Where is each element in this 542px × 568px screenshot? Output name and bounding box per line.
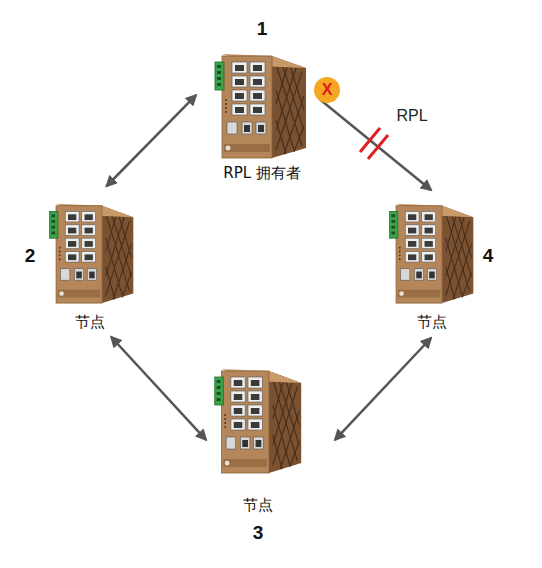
block-circle: [314, 77, 340, 103]
switch-device: [210, 50, 310, 160]
link-label: RPL: [396, 107, 427, 125]
node-caption: 节点: [417, 315, 447, 330]
break-slash: [368, 135, 388, 159]
switch-device: [210, 365, 305, 475]
node-caption: 节点: [243, 498, 273, 513]
rpl-block-mark: [314, 77, 388, 159]
callout-number: 3: [253, 523, 264, 542]
switch-node: 2节点: [45, 200, 137, 305]
break-slash: [360, 128, 380, 152]
ring-link: [107, 95, 196, 186]
node-caption: RPL 拥有者: [223, 166, 301, 181]
ring-link: [335, 338, 431, 440]
node-caption: 节点: [75, 315, 105, 330]
switch-device: [45, 200, 137, 305]
edge-group: [107, 95, 431, 440]
ring-link: [320, 100, 431, 191]
ring-link: [111, 337, 206, 440]
switch-device: [385, 200, 477, 305]
switch-node: 节点3: [210, 365, 305, 475]
callout-number: 4: [483, 246, 494, 265]
switch-node: 4节点: [385, 200, 477, 305]
switch-node: 1RPL 拥有者: [210, 50, 310, 160]
block-mark: X: [322, 81, 333, 99]
callout-number: 2: [25, 246, 36, 265]
callout-number: 1: [257, 19, 268, 38]
